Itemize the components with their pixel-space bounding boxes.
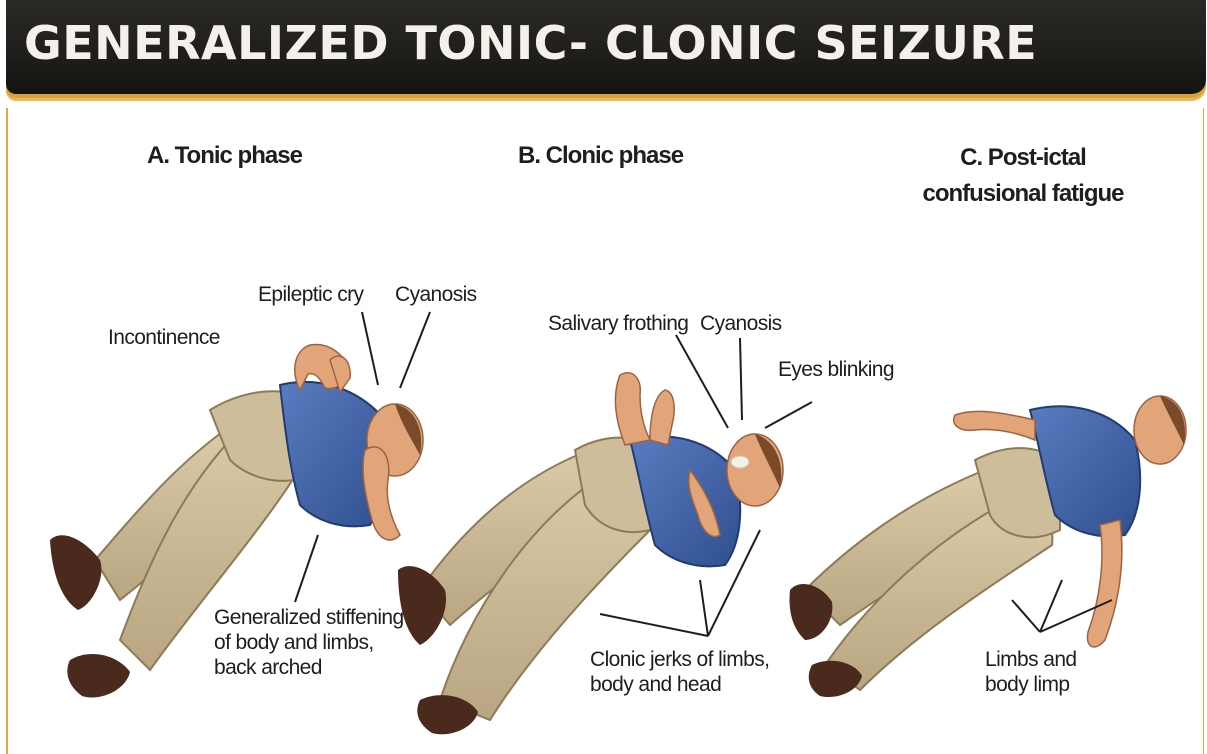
leader-line (676, 335, 728, 428)
label-limbs-limp: Limbs and body limp (985, 647, 1105, 697)
arm (954, 411, 1035, 440)
label-generalized-stiffening: Generalized stiffening of body and limbs… (214, 605, 414, 680)
leader-line (362, 312, 378, 385)
phase-c-heading: C. Post-ictal confusional fatigue (913, 140, 1133, 212)
phase-a-heading: A. Tonic phase (147, 142, 302, 170)
leader-line (700, 580, 708, 636)
leader-line (295, 535, 318, 602)
leader-line (600, 614, 708, 636)
phase-b-heading: B. Clonic phase (518, 142, 683, 170)
arm (615, 373, 650, 445)
leader-line (740, 338, 742, 420)
label-line: of body and limbs, (214, 630, 414, 655)
leader-line (1012, 600, 1040, 632)
phase-c-heading-line: C. Post-ictal (913, 140, 1133, 176)
label-line: Limbs and (985, 647, 1105, 672)
label-cyanosis-b: Cyanosis (700, 312, 782, 336)
shoe (50, 535, 101, 610)
label-line: body and head (590, 672, 790, 697)
phase-c-heading-line: confusional fatigue (913, 176, 1133, 212)
shirt (630, 436, 740, 566)
label-line: Generalized stiffening (214, 605, 414, 630)
label-line: body limp (985, 672, 1105, 697)
label-salivary-frothing: Salivary frothing (548, 312, 688, 336)
leader-line (765, 402, 812, 428)
shoe (67, 654, 130, 698)
label-cyanosis-a: Cyanosis (395, 283, 477, 307)
label-epileptic-cry: Epileptic cry (258, 283, 363, 307)
leader-line (400, 312, 430, 388)
label-line: Clonic jerks of limbs, (590, 647, 790, 672)
label-line: back arched (214, 655, 414, 680)
froth (731, 456, 749, 468)
label-eyes-blinking: Eyes blinking (778, 358, 894, 382)
label-incontinence: Incontinence (108, 326, 220, 350)
arm (1087, 520, 1121, 647)
label-clonic-jerks: Clonic jerks of limbs, body and head (590, 647, 790, 697)
